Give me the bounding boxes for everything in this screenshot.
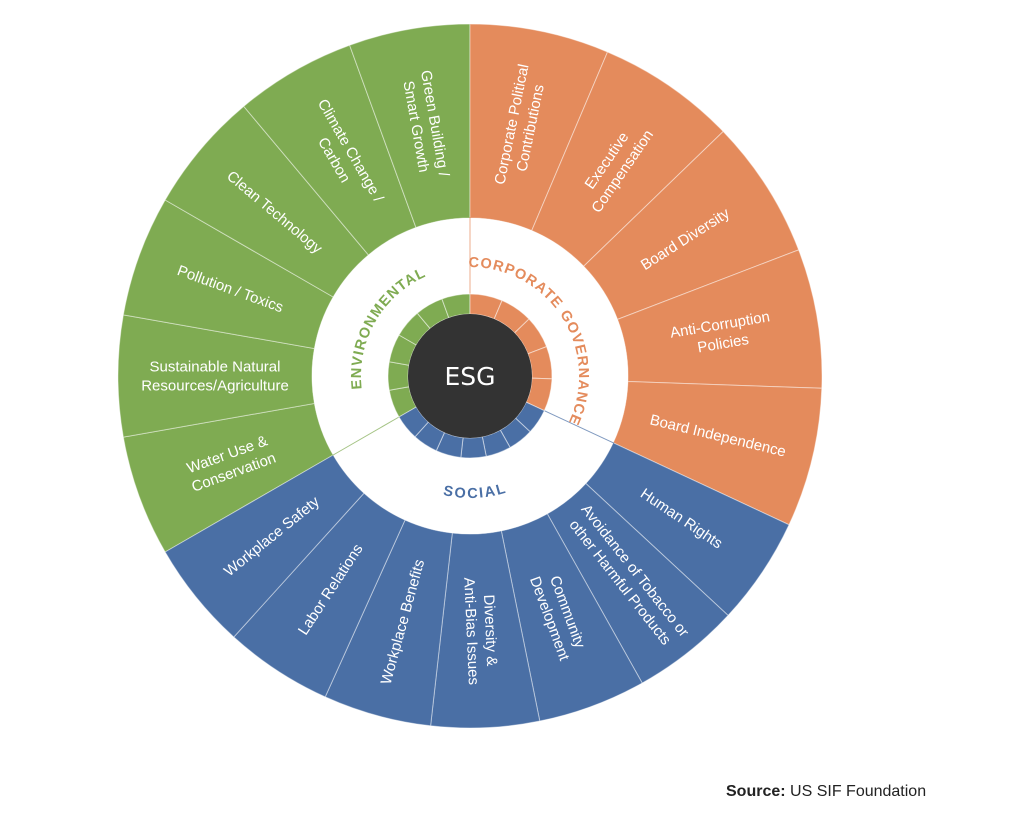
segment-label: Diversity &Anti-Bias Issues (460, 576, 501, 685)
center-circle (408, 314, 532, 438)
source-text: US SIF Foundation (790, 783, 927, 800)
segment-label-line: Sustainable Natural (150, 359, 281, 376)
segment-label-line: Resources/Agriculture (141, 378, 289, 395)
category-divider (332, 416, 400, 456)
source-note: Source: US SIF Foundation (726, 783, 926, 801)
category-label-social: SOCIAL (442, 480, 508, 501)
category-divider (544, 410, 615, 444)
source-prefix: Source: (726, 783, 786, 800)
center-hub: ESG (408, 314, 532, 438)
center-label: ESG (444, 362, 495, 391)
segment-label-line: Diversity & (480, 594, 500, 666)
inner-ring (387, 293, 553, 459)
segment-label-line: Anti-Bias Issues (460, 577, 482, 685)
category-label-text: SOCIAL (442, 480, 507, 501)
inner-segment-environmental-1 (387, 361, 410, 391)
inner-segment-social-3 (460, 436, 487, 459)
